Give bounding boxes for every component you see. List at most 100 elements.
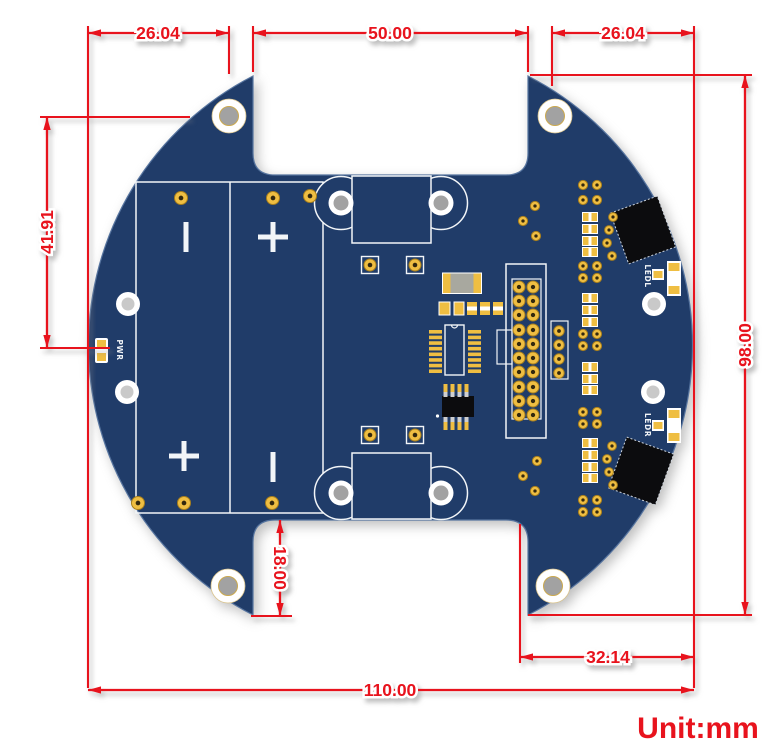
ic8-pin1-dot bbox=[435, 414, 440, 418]
sensor-through-hole-pad bbox=[577, 340, 589, 352]
sensor-through-hole-pad bbox=[577, 406, 589, 418]
soic-pad bbox=[468, 346, 481, 351]
sensor-chip-bottom bbox=[607, 436, 675, 506]
aux-header-pin-pad bbox=[553, 353, 565, 365]
header-outline bbox=[496, 263, 547, 439]
header-pin-pad bbox=[512, 294, 526, 308]
mounting-hole bbox=[211, 98, 247, 134]
sensor-through-hole-pad bbox=[577, 194, 589, 206]
square-mount-pad bbox=[360, 255, 380, 275]
header-pin-pad bbox=[526, 337, 540, 351]
sensor-chip-top bbox=[609, 195, 677, 265]
header-pin-pad bbox=[512, 365, 526, 379]
sensor-through-hole-pad bbox=[577, 260, 589, 272]
chip-pin-pad bbox=[607, 251, 617, 261]
chip-pin-pad bbox=[608, 480, 618, 490]
smd-resistor-footprint bbox=[582, 462, 598, 472]
motor-screw-hole bbox=[428, 480, 454, 506]
square-mount-pad bbox=[405, 255, 425, 275]
header-pin-pad bbox=[512, 323, 526, 337]
cluster-pad bbox=[517, 470, 529, 482]
soic16-body bbox=[444, 324, 465, 376]
sensor-through-hole-pad bbox=[591, 340, 603, 352]
ic8-body bbox=[442, 396, 474, 417]
ic8-lead bbox=[464, 417, 469, 422]
header-pin-pad bbox=[526, 394, 540, 408]
pwr-label: PWR bbox=[115, 339, 124, 360]
chip-pin-pad bbox=[607, 441, 617, 451]
header-pin-pad bbox=[526, 294, 540, 308]
header-pin-pad bbox=[526, 365, 540, 379]
mounting-hole bbox=[210, 568, 246, 604]
header-pin-pad bbox=[512, 380, 526, 394]
ic8-lead bbox=[457, 384, 462, 392]
battery-plus-mark bbox=[169, 441, 199, 471]
dim-value-top-left: 26.04 bbox=[136, 23, 180, 43]
ic8-lead bbox=[457, 417, 462, 422]
soic-pad bbox=[429, 330, 442, 334]
battery-contact-pad bbox=[303, 189, 317, 203]
sensor-through-hole-pad bbox=[591, 494, 603, 506]
pcb-board: PWR LEDL LEDR bbox=[87, 75, 694, 616]
header-pin-pad bbox=[512, 308, 526, 322]
mounting-hole bbox=[537, 98, 573, 134]
battery-contact-pad bbox=[177, 496, 191, 510]
soic-pad bbox=[468, 363, 481, 368]
motor-screw-hole bbox=[328, 190, 354, 216]
aux-header-outline bbox=[550, 320, 569, 380]
motor-mount-bottom bbox=[313, 452, 469, 521]
soic-pad bbox=[429, 363, 442, 368]
sensor-through-hole-pad bbox=[591, 194, 603, 206]
ic8-lead bbox=[464, 384, 469, 392]
led-left-label: LEDL bbox=[643, 264, 652, 287]
aux-header-pin-pad bbox=[553, 367, 565, 379]
battery-minus-mark bbox=[270, 452, 276, 482]
dim-value-left-height: 41.91 bbox=[37, 210, 57, 254]
soic-pad bbox=[429, 369, 442, 374]
smd-resistor-footprint bbox=[582, 293, 598, 303]
sensor-through-hole-pad bbox=[591, 328, 603, 340]
small-smd-row bbox=[438, 301, 503, 316]
led-right-footprint bbox=[652, 408, 681, 443]
header-pin-pad bbox=[512, 408, 526, 422]
ic8-lead bbox=[443, 384, 448, 392]
sensor-through-hole-pad bbox=[577, 494, 589, 506]
smd-resistor-footprint bbox=[582, 473, 598, 483]
dim-value-right-height: 98.00 bbox=[735, 323, 755, 367]
dimension-annotations: 26.04 50.00 26.04 41.91 98.00 18.00 32.1… bbox=[35, 21, 758, 703]
capacitor-smd bbox=[442, 272, 482, 294]
soic-pad bbox=[429, 335, 442, 340]
cluster-pad bbox=[530, 230, 542, 242]
smd-resistor-footprint bbox=[582, 236, 598, 246]
header-pin-pad bbox=[512, 394, 526, 408]
ic8-lead bbox=[450, 422, 455, 430]
dim-value-top-center: 50.00 bbox=[368, 23, 412, 43]
battery-minus-mark bbox=[183, 222, 189, 252]
cluster-pad bbox=[517, 215, 529, 227]
dimension-lines bbox=[43, 29, 749, 694]
led-left-footprint bbox=[652, 261, 681, 296]
extension-lines bbox=[40, 26, 752, 688]
chip-pin-pad bbox=[604, 225, 614, 235]
dim-value-bottom-right: 32.14 bbox=[586, 647, 630, 667]
dimension-values: 26.04 50.00 26.04 41.91 98.00 18.00 32.1… bbox=[35, 21, 758, 703]
header-pin-pad bbox=[526, 323, 540, 337]
edge-hole bbox=[115, 380, 139, 404]
edge-hole bbox=[641, 380, 665, 404]
soic-pad bbox=[429, 352, 442, 357]
header-pin-pad bbox=[526, 308, 540, 322]
smd-resistor-footprint bbox=[582, 374, 598, 384]
sensor-through-hole-pad bbox=[591, 506, 603, 518]
smd-resistor-footprint bbox=[582, 247, 598, 257]
aux-header-pin-pad bbox=[553, 325, 565, 337]
cluster-pad bbox=[529, 485, 541, 497]
sensor-through-hole-pad bbox=[591, 418, 603, 430]
sensor-through-hole-pad bbox=[591, 406, 603, 418]
battery-contact-pad bbox=[266, 191, 280, 205]
pads-layer bbox=[115, 98, 666, 604]
edge-hole bbox=[642, 292, 666, 316]
header-pin-pad bbox=[512, 351, 526, 365]
sensor-through-hole-pad bbox=[577, 179, 589, 191]
